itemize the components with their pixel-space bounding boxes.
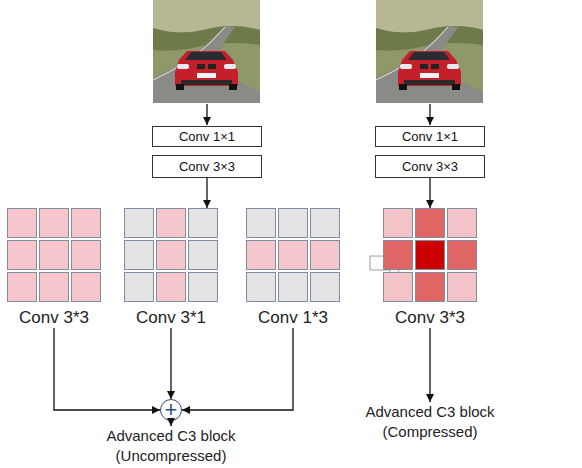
kernel-cell [247, 241, 276, 270]
kernel-cell [8, 273, 37, 302]
node-text: Conv 1*3 [258, 308, 328, 328]
node-text: Conv 3×3 [402, 159, 458, 174]
kernel-cells [124, 208, 218, 302]
flow-arrow [429, 328, 430, 402]
kernel-grid: Conv 3*3 [4, 208, 104, 328]
kernel-cell [247, 273, 276, 302]
conv-box: Conv 1×1 [375, 126, 485, 147]
node-text: Conv 3*3 [395, 308, 465, 328]
node-text: Conv 3*3 [19, 308, 89, 328]
kernel-grid: Conv 3*1 [121, 208, 221, 328]
kernel-cell [189, 273, 218, 302]
kernel-cell [279, 209, 308, 238]
kernel-cell [311, 241, 340, 270]
input-arrow [206, 104, 207, 125]
kernel-cell [384, 241, 413, 270]
kernel-cell [448, 273, 477, 302]
kernel-cell [448, 209, 477, 238]
kernel-cell [279, 241, 308, 270]
kernel-cell [157, 209, 186, 238]
node-text: Advanced C3 block (Uncompressed) [101, 426, 241, 466]
kernel-cell [40, 241, 69, 270]
node-text: Conv 1×1 [179, 129, 235, 144]
kernel-cell [384, 209, 413, 238]
kernel-cell [157, 241, 186, 270]
kernel-cell [72, 209, 101, 238]
flow-arrow [429, 178, 430, 208]
kernel-cell [125, 209, 154, 238]
kernel-cell [8, 209, 37, 238]
kernel-cell [72, 241, 101, 270]
input-arrow [429, 104, 430, 125]
kernel-cell [448, 241, 477, 270]
kernel-cell [125, 273, 154, 302]
node-text: Conv 1×1 [402, 129, 458, 144]
kernel-cells [246, 208, 340, 302]
car-photo [153, 0, 260, 103]
kernel-cell [157, 273, 186, 302]
conv-box: Conv 3×3 [375, 155, 485, 178]
flow-arrow [182, 328, 293, 410]
node-text: Conv 3×3 [179, 159, 235, 174]
kernel-cell [279, 273, 308, 302]
kernel-cell [125, 241, 154, 270]
kernel-cell [311, 209, 340, 238]
kernel-cell [416, 273, 445, 302]
flow-arrow [206, 178, 207, 208]
conv-box: Conv 1×1 [152, 126, 262, 147]
kernel-cell [384, 273, 413, 302]
flow-arrow [170, 328, 171, 399]
block-caption: Advanced C3 block (Compressed) [360, 402, 500, 442]
conv-box: Conv 3×3 [152, 155, 262, 178]
kernel-cell [40, 273, 69, 302]
kernel-cell [189, 209, 218, 238]
node-text: Conv 3*1 [136, 308, 206, 328]
node-text: Advanced C3 block (Compressed) [360, 402, 500, 442]
kernel-cell [72, 273, 101, 302]
kernel-cell [8, 241, 37, 270]
kernel-cells [7, 208, 101, 302]
kernel-cell [247, 209, 276, 238]
kernel-grid: Conv 3*3 [380, 208, 480, 328]
kernel-cell [311, 273, 340, 302]
car-photo [376, 0, 483, 103]
kernel-grid: Conv 1*3 [243, 208, 343, 328]
node-text: + [165, 401, 178, 419]
kernel-cell [416, 241, 445, 270]
flow-arrow [54, 328, 160, 410]
kernel-cell [189, 241, 218, 270]
sum-node: + [160, 399, 182, 421]
kernel-cell [40, 209, 69, 238]
block-caption: Advanced C3 block (Uncompressed) [101, 426, 241, 466]
flow-arrow [170, 421, 171, 426]
kernel-cell [416, 209, 445, 238]
kernel-cells [383, 208, 477, 302]
